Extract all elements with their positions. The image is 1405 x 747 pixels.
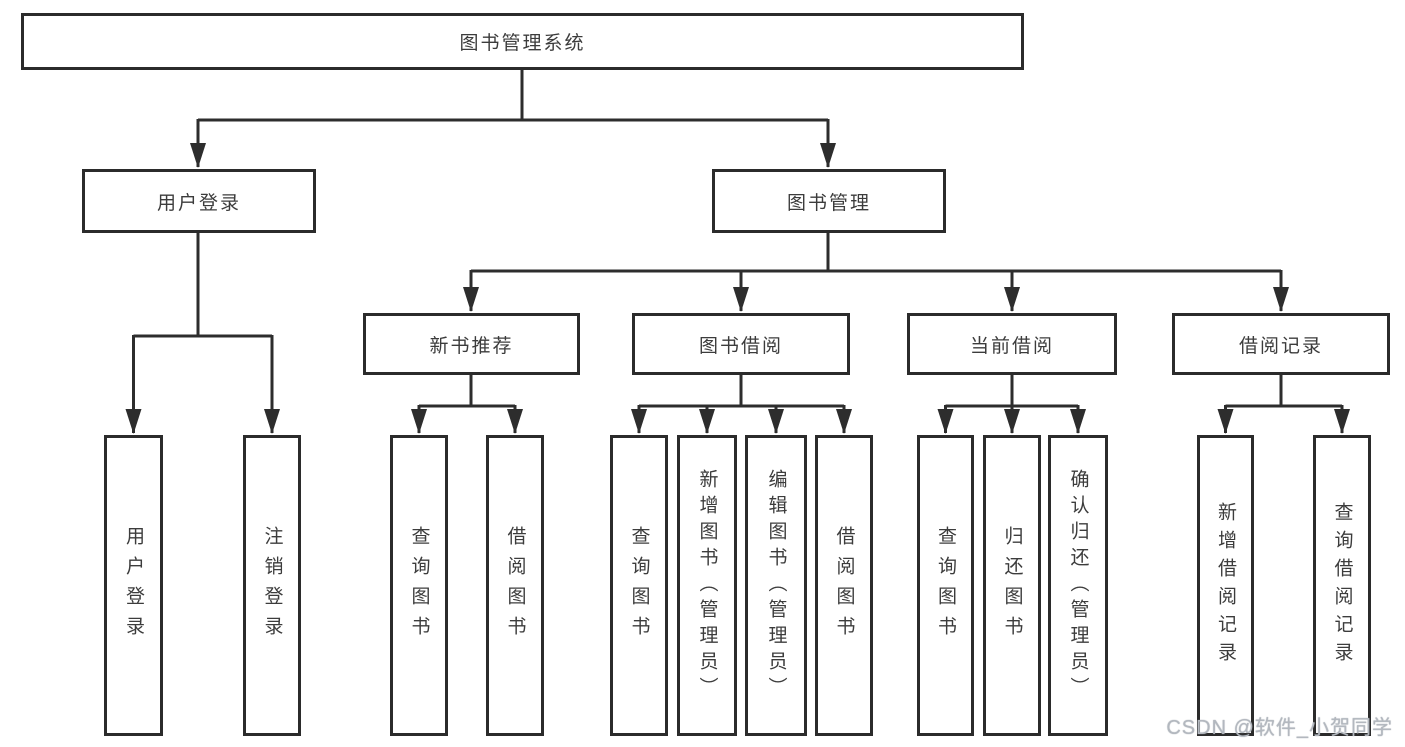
connector-borrowing-records: [1225, 375, 1342, 408]
leaf-bb-borrow-book: 借阅图书: [815, 435, 873, 736]
node-root: 图书管理系统: [21, 13, 1024, 70]
node-current-borrowing: 当前借阅: [907, 313, 1117, 375]
leaf-logout: 注销登录: [243, 435, 301, 736]
node-borrowing-records-label: 借阅记录: [1238, 335, 1323, 357]
leaf-bb-edit-book: 编辑图书（管理员）: [745, 435, 807, 736]
leaf-bb-add-book-label: 新增图书（管理员）: [696, 468, 718, 703]
leaf-nbr-query-book: 查询图书: [390, 435, 448, 736]
connector-book-borrowing: [639, 375, 844, 408]
node-book-management-label: 图书管理: [786, 192, 871, 214]
connector-user-login: [133, 232, 272, 338]
connector-current-borrowing: [945, 375, 1078, 408]
node-user-login: 用户登录: [82, 169, 316, 233]
leaf-bb-borrow-book-label: 借阅图书: [833, 525, 855, 646]
leaf-br-query-record: 查询借阅记录: [1313, 435, 1371, 736]
leaf-cb-return-book: 归还图书: [983, 435, 1041, 736]
node-user-login-label: 用户登录: [156, 192, 241, 214]
connector-book-management: [471, 232, 1281, 273]
leaf-nbr-query-book-label: 查询图书: [408, 525, 430, 646]
node-book-borrowing: 图书借阅: [632, 313, 850, 375]
leaf-nbr-borrow-book-label: 借阅图书: [504, 525, 526, 646]
connector-new-book-recommend: [419, 375, 515, 408]
leaf-cb-return-book-label: 归还图书: [1001, 525, 1023, 646]
node-book-management: 图书管理: [712, 169, 946, 233]
leaf-br-add-record: 新增借阅记录: [1197, 435, 1254, 736]
leaf-user-login: 用户登录: [104, 435, 163, 736]
node-borrowing-records: 借阅记录: [1172, 313, 1390, 375]
leaf-cb-confirm-return: 确认归还（管理员）: [1048, 435, 1108, 736]
node-new-book-recommend: 新书推荐: [363, 313, 580, 375]
node-root-label: 图书管理系统: [459, 33, 586, 54]
leaf-br-query-record-label: 查询借阅记录: [1331, 501, 1353, 670]
leaf-bb-query-book: 查询图书: [610, 435, 668, 736]
leaf-bb-edit-book-label: 编辑图书（管理员）: [765, 468, 787, 703]
csdn-watermark: CSDN @软件_小贺同学: [1166, 717, 1393, 739]
leaf-br-add-record-label: 新增借阅记录: [1215, 501, 1236, 670]
leaf-logout-label: 注销登录: [261, 525, 283, 646]
node-new-book-recommend-label: 新书推荐: [429, 335, 514, 357]
leaf-nbr-borrow-book: 借阅图书: [486, 435, 544, 736]
leaf-cb-query-book: 查询图书: [917, 435, 974, 736]
leaf-bb-add-book: 新增图书（管理员）: [677, 435, 737, 736]
leaf-bb-query-book-label: 查询图书: [628, 525, 650, 646]
leaf-cb-confirm-return-label: 确认归还（管理员）: [1067, 468, 1089, 703]
leaf-user-login-label: 用户登录: [123, 525, 144, 646]
node-book-borrowing-label: 图书借阅: [698, 335, 783, 357]
connector-root: [198, 69, 828, 122]
leaf-cb-query-book-label: 查询图书: [935, 525, 956, 646]
node-current-borrowing-label: 当前借阅: [969, 335, 1054, 357]
